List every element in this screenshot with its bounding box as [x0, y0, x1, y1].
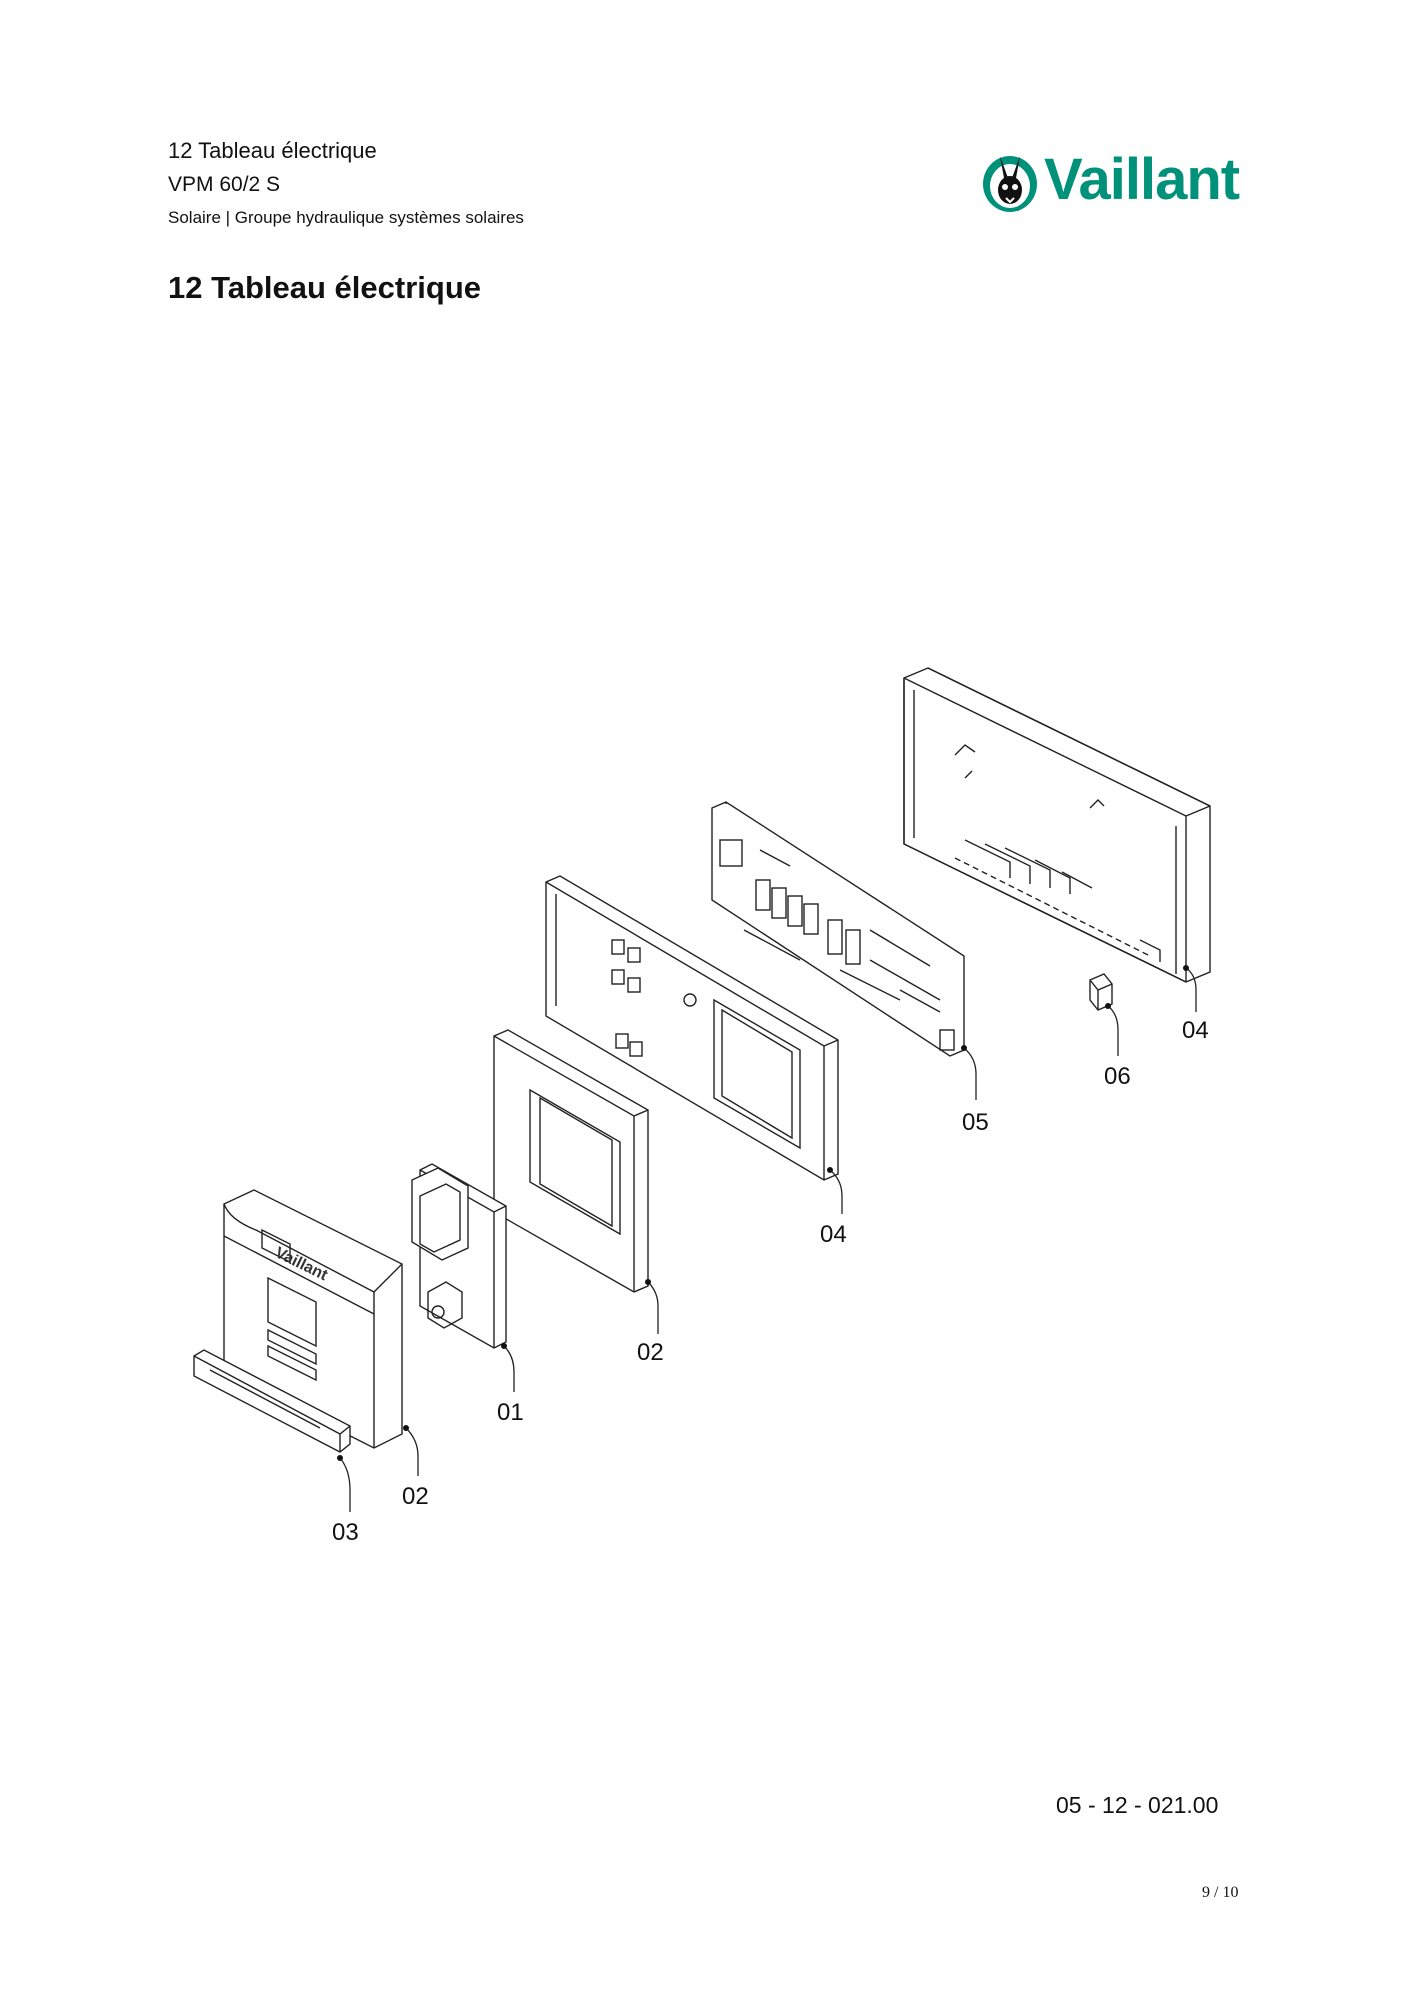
header-model: VPM 60/2 S — [168, 173, 281, 196]
leader-lines — [339, 967, 1197, 1512]
header-category: Solaire | Groupe hydraulique systèmes so… — [168, 208, 524, 227]
document-header: 12 Tableau électrique VPM 60/2 S Solaire… — [168, 134, 524, 234]
part-label-01: 01 — [497, 1399, 524, 1426]
part-label-06: 06 — [1104, 1063, 1131, 1090]
vaillant-logo: Vaillant — [980, 142, 1250, 218]
part-label-03: 03 — [332, 1519, 359, 1546]
hare-emblem-icon — [983, 156, 1037, 212]
document-reference: 05 - 12 - 021.00 — [1056, 1792, 1219, 1818]
part-label-04: 04 — [1182, 1017, 1209, 1044]
logo-wordmark: Vaillant — [1044, 147, 1240, 212]
mounting-plate-part — [545, 875, 839, 1181]
part-label-05: 05 — [962, 1109, 989, 1136]
front-flap-part — [193, 1349, 351, 1453]
circuit-board-part — [711, 801, 965, 1057]
housing-back-part — [903, 667, 1211, 983]
clip-part — [1089, 973, 1113, 1011]
mid-frame-part — [493, 1029, 649, 1293]
section-title: 12 Tableau électrique — [168, 270, 481, 305]
header-title: 12 Tableau électrique — [168, 138, 377, 163]
display-module-part — [411, 1163, 507, 1349]
part-label-02: 02 — [402, 1483, 429, 1510]
page-number: 9 / 10 — [1202, 1884, 1239, 1901]
part-label-02: 02 — [637, 1339, 664, 1366]
part-label-04: 04 — [820, 1221, 847, 1248]
